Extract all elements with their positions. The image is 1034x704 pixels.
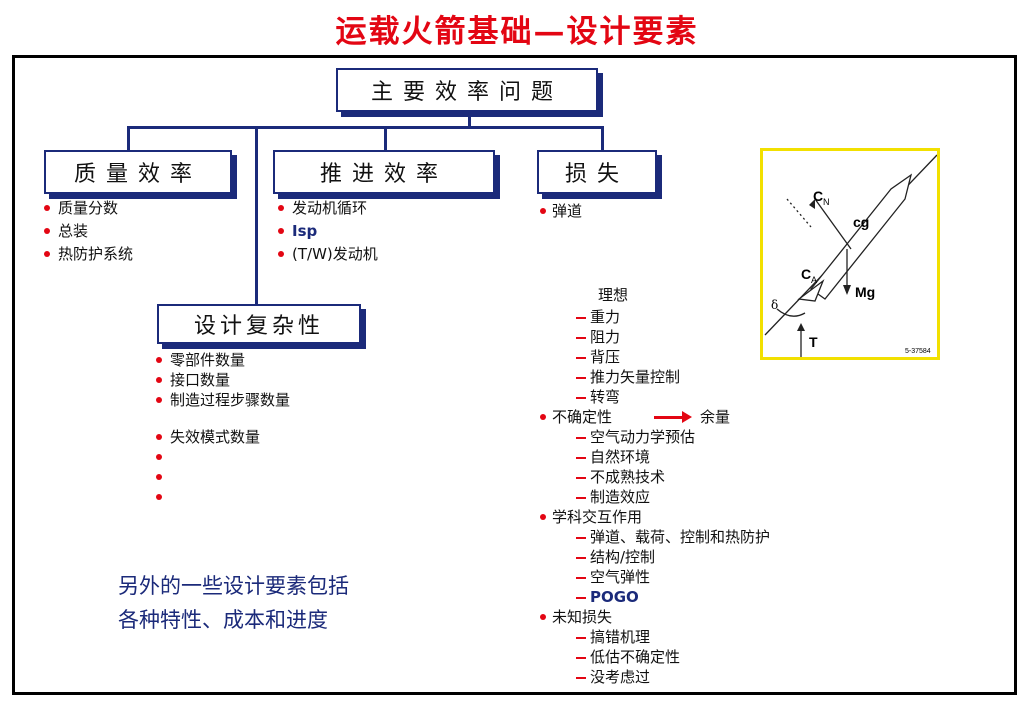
list-item: 热防护系统: [58, 245, 134, 263]
list-item: 发动机循环: [292, 199, 368, 217]
arrowhead: [682, 411, 692, 423]
list-item: 阻力: [590, 328, 621, 346]
list-item: 搞错机理: [590, 628, 651, 646]
footnote-line: 各种特性、成本和进度: [118, 608, 328, 632]
ca-label: C: [801, 266, 811, 282]
ideal-label: 理想: [598, 286, 629, 304]
mass-efficiency-box: 质量效率: [44, 150, 232, 194]
cn-label: C: [813, 188, 823, 204]
connector: [468, 112, 471, 128]
list-item: Isp: [292, 222, 318, 240]
list-item: 弹道、载荷、控制和热防护: [590, 528, 771, 546]
connector: [127, 126, 604, 129]
cn-subscript: N: [823, 197, 830, 207]
list-item: 低估不确定性: [590, 648, 681, 666]
list-item: (T/W)发动机: [292, 245, 378, 263]
list-item: 未知损失: [552, 608, 613, 626]
list-item: 制造效应: [590, 488, 651, 506]
cg-label: cg: [853, 214, 869, 230]
arrow: [654, 416, 684, 419]
list-item: POGO: [590, 588, 639, 606]
margin-label: 余量: [700, 408, 731, 426]
list-item: 转弯: [590, 388, 621, 406]
content-frame: [12, 55, 1017, 695]
connector: [255, 126, 258, 304]
mg-label: Mg: [855, 284, 875, 300]
propulsion-efficiency-box: 推进效率: [273, 150, 495, 194]
list-item: 空气弹性: [590, 568, 651, 586]
root-box: 主要效率问题: [336, 68, 598, 112]
rocket-force-diagram: C N cg C A Mg δ T 5-37584: [764, 154, 938, 357]
design-complexity-box: 设计复杂性: [157, 304, 361, 344]
connector: [127, 126, 130, 150]
losses-box: 损失: [537, 150, 657, 194]
rocket-force-figure: C N cg C A Mg δ T 5-37584: [760, 148, 940, 360]
list-item: 推力矢量控制: [590, 368, 681, 386]
list-item: 弹道: [552, 202, 583, 220]
thrust-label: T: [809, 334, 818, 350]
figure-ref: 5-37584: [905, 348, 931, 355]
list-item: 空气动力学预估: [590, 428, 696, 446]
list-item: 接口数量: [170, 371, 231, 389]
list-item: 总装: [58, 222, 89, 240]
list-item: 质量分数: [58, 199, 119, 217]
list-item: 自然环境: [590, 448, 651, 466]
ca-subscript: A: [811, 275, 817, 285]
list-item: 不成熟技术: [590, 468, 666, 486]
list-item: 没考虑过: [590, 668, 651, 686]
delta-label: δ: [771, 298, 778, 312]
list-item: 重力: [590, 308, 621, 326]
list-item: 背压: [590, 348, 621, 366]
list-item: 制造过程步骤数量: [170, 391, 291, 409]
list-item: 失效模式数量: [170, 428, 261, 446]
list-item: 零部件数量: [170, 351, 246, 369]
connector: [601, 126, 604, 150]
list-item: 学科交互作用: [552, 508, 643, 526]
list-item: 不确定性: [552, 408, 613, 426]
list-item: 结构/控制: [590, 548, 656, 566]
connector: [384, 126, 387, 150]
slide-title: 运载火箭基础—设计要素: [335, 14, 699, 50]
footnote-line: 另外的一些设计要素包括: [118, 574, 349, 598]
